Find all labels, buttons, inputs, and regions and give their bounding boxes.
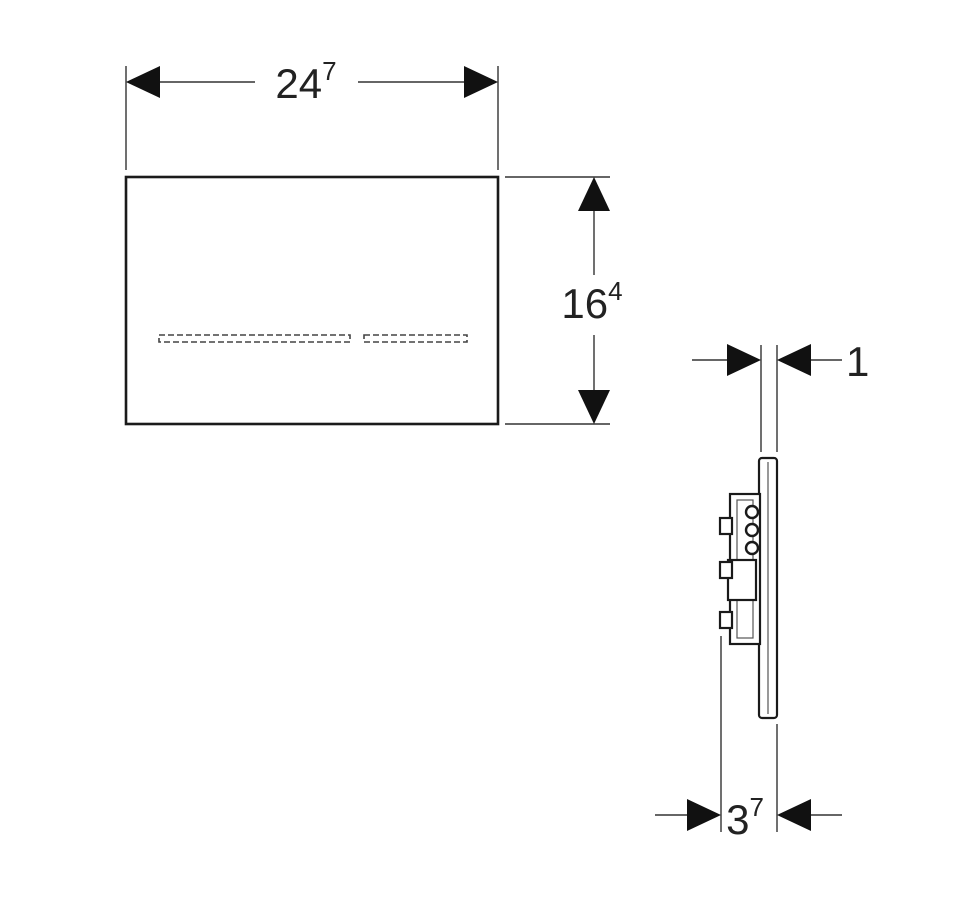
side-view <box>718 456 779 720</box>
thickness-arrow-right <box>777 344 811 376</box>
width-value: 24 <box>275 60 322 107</box>
mounting-stud-3 <box>718 610 734 630</box>
height-value: 16 <box>561 280 608 327</box>
depth-dimension: 37 <box>655 636 842 843</box>
mounting-stud-2 <box>718 560 734 580</box>
flush-button-indicators <box>158 334 468 343</box>
height-arrow-bottom <box>578 390 610 424</box>
height-label: 164 <box>561 276 622 327</box>
actuator-pin-2 <box>744 522 760 538</box>
thickness-arrow-left <box>727 344 761 376</box>
depth-label: 37 <box>726 792 764 843</box>
width-arrow-left <box>126 66 160 98</box>
thickness-value: 1 <box>846 338 869 385</box>
width-dimension: 247 <box>125 56 499 170</box>
width-arrow-right <box>464 66 498 98</box>
large-flush-indicator <box>158 334 351 343</box>
front-view <box>124 175 500 426</box>
front-plate-outline <box>124 175 500 426</box>
width-label: 247 <box>275 56 336 107</box>
actuator-pin-3 <box>744 540 760 556</box>
height-arrow-top <box>578 177 610 211</box>
depth-superscript: 7 <box>749 792 763 822</box>
height-superscript: 4 <box>608 276 622 306</box>
width-superscript: 7 <box>322 56 336 86</box>
thickness-label: 1 <box>846 338 869 385</box>
small-flush-indicator <box>363 334 468 343</box>
depth-arrow-right <box>777 799 811 831</box>
plate-thickness-dimension: 1 <box>692 338 869 452</box>
mounting-stud-1 <box>718 516 734 536</box>
actuator-pin-1 <box>744 504 760 520</box>
depth-value: 3 <box>726 796 749 843</box>
depth-arrow-left <box>687 799 721 831</box>
height-dimension: 164 <box>505 176 623 425</box>
